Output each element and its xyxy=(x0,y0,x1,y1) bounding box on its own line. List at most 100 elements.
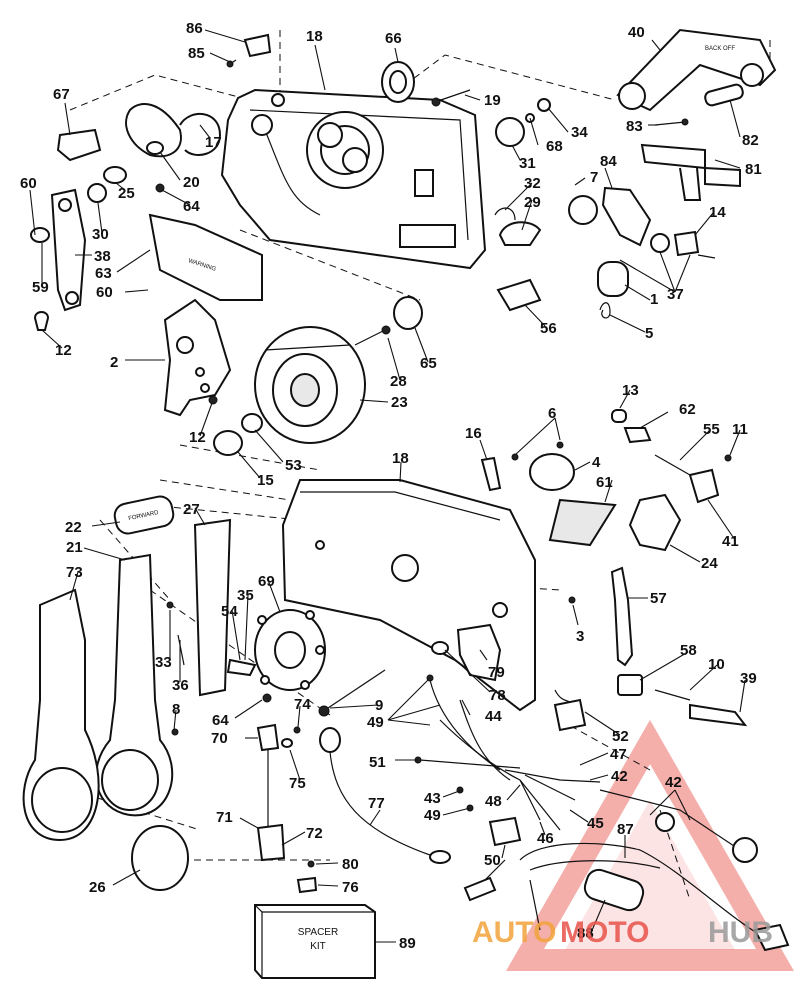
part-label: 60 xyxy=(96,284,113,301)
part-label: 73 xyxy=(66,564,83,581)
neutral-switch-assembly xyxy=(256,693,301,862)
part-label: 78 xyxy=(489,687,506,704)
part-label: 87 xyxy=(617,821,634,838)
part-label: 57 xyxy=(650,590,667,607)
part-label: 27 xyxy=(183,501,200,518)
wiring-harness xyxy=(414,674,601,831)
part-label: 50 xyxy=(484,852,501,869)
battery-cable-assembly xyxy=(463,789,790,952)
part-label: 85 xyxy=(188,45,205,62)
part-label: 69 xyxy=(258,573,275,590)
pin-82 xyxy=(704,83,744,107)
left-linkage-parts: WARNING xyxy=(30,103,263,331)
leader-lines xyxy=(29,29,746,943)
part-label: 32 xyxy=(524,175,541,192)
part-label: 54 xyxy=(221,603,238,620)
part-label: 40 xyxy=(628,24,645,41)
part-label: 52 xyxy=(612,728,629,745)
part-label: 42 xyxy=(665,774,682,791)
part-label: 71 xyxy=(216,809,233,826)
part-label: 2 xyxy=(110,354,118,371)
part-label: 42 xyxy=(611,768,628,785)
part-label: 36 xyxy=(172,677,189,694)
part-label: 83 xyxy=(626,118,643,135)
bracket-81 xyxy=(640,143,741,201)
part-label: 70 xyxy=(211,730,228,747)
part-label: 33 xyxy=(155,654,172,671)
switch-cluster xyxy=(480,409,732,552)
part-label: 88 xyxy=(577,925,594,942)
bolt-83 xyxy=(654,118,689,126)
bushing-66 xyxy=(381,61,415,103)
part-label: 23 xyxy=(391,394,408,411)
part-label: 8 xyxy=(172,701,180,718)
part-label: 64 xyxy=(183,198,200,215)
part-label: 7 xyxy=(590,169,598,186)
part-label: 24 xyxy=(701,555,718,572)
watermark-text: AUTO MOTO HUB xyxy=(472,916,773,949)
part-label: 68 xyxy=(546,138,563,155)
part-label: 21 xyxy=(66,539,83,556)
clip-86 xyxy=(226,33,272,68)
lever-tag-text: BACK OFF xyxy=(705,46,735,52)
control-housing-cover xyxy=(281,479,536,712)
part-label: 29 xyxy=(524,194,541,211)
part-label: 55 xyxy=(703,421,720,438)
part-label: 58 xyxy=(680,642,697,659)
part-label: 38 xyxy=(94,248,111,265)
part-label: 75 xyxy=(289,775,306,792)
bolt-28 xyxy=(354,325,391,346)
part-label: 46 xyxy=(537,830,554,847)
part-label: 67 xyxy=(53,86,70,103)
part-label: 28 xyxy=(390,373,407,390)
spacer-kit-box: SPACER KIT xyxy=(254,904,376,979)
part-label: 12 xyxy=(55,342,72,359)
part-label: 76 xyxy=(342,879,359,896)
part-label: 10 xyxy=(708,656,725,673)
part-label: 6 xyxy=(548,405,556,422)
bracket-2 xyxy=(163,298,232,417)
control-lever-40: BACK OFF xyxy=(616,28,777,112)
part-label: 22 xyxy=(65,519,82,536)
spacer-kit-label-2: KIT xyxy=(310,941,326,952)
part-label: 81 xyxy=(745,161,762,178)
part-label: 77 xyxy=(368,795,385,812)
part-label: 37 xyxy=(667,286,684,303)
part-label: 49 xyxy=(367,714,384,731)
ring-65 xyxy=(393,296,423,330)
part-label: 4 xyxy=(592,454,601,471)
part-label: 79 xyxy=(488,664,505,681)
gear-23 xyxy=(254,326,366,444)
part-label: 45 xyxy=(587,815,604,832)
part-label: 35 xyxy=(237,587,254,604)
part-label: 16 xyxy=(465,425,482,442)
part-label: 48 xyxy=(485,793,502,810)
part-label: 14 xyxy=(709,204,726,221)
part-label: 30 xyxy=(92,226,109,243)
lever-57-assembly xyxy=(568,566,748,727)
part-label: 13 xyxy=(622,382,639,399)
part-label: 3 xyxy=(576,628,584,645)
part-label: 62 xyxy=(679,401,696,418)
part-label: 18 xyxy=(392,450,409,467)
watermark-logo xyxy=(506,719,794,971)
part-label: 25 xyxy=(118,185,135,202)
key-switch-assembly xyxy=(568,186,716,319)
part-label: 26 xyxy=(89,879,106,896)
small-fasteners-80-76 xyxy=(296,860,318,894)
part-labels: 86 85 18 66 40 67 19 34 83 82 17 20 68 3… xyxy=(20,20,762,952)
part-label: 5 xyxy=(645,325,653,342)
part-label: 1 xyxy=(650,291,658,308)
part-label: 82 xyxy=(742,132,759,149)
part-label: 9 xyxy=(375,697,383,714)
watermark-moto: MOTO xyxy=(560,916,649,949)
part-label: 12 xyxy=(189,429,206,446)
part-label: 18 xyxy=(306,28,323,45)
part-label: 63 xyxy=(95,265,112,282)
part-label: 53 xyxy=(285,457,302,474)
part-label: 80 xyxy=(342,856,359,873)
part-label: 17 xyxy=(205,134,222,151)
part-label: 39 xyxy=(740,670,757,687)
part-label: 47 xyxy=(610,746,627,763)
